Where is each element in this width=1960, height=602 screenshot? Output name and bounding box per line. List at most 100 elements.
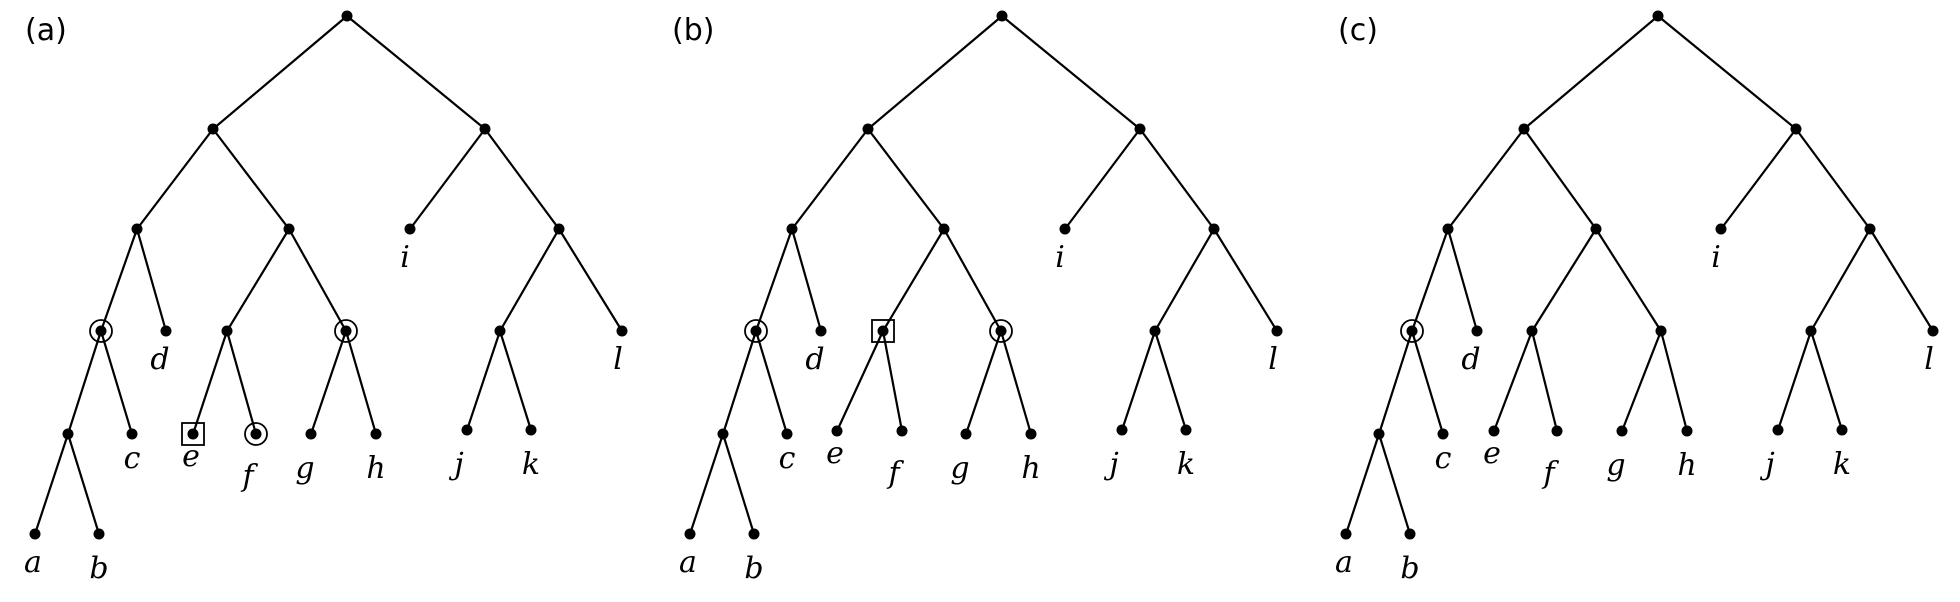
leaf-label-j: j	[1759, 447, 1774, 482]
leaf-label-a: a	[1335, 545, 1353, 580]
tree-edge	[1213, 228, 1278, 332]
leaf-label-i: i	[400, 240, 410, 275]
tree-edge	[1344, 433, 1381, 535]
tree-edge	[1410, 330, 1445, 435]
tree-edge	[66, 433, 101, 535]
tree-node	[1180, 424, 1192, 436]
tree-node	[461, 424, 473, 436]
tree-node	[340, 325, 352, 337]
tree-edge	[754, 228, 794, 332]
tree-node	[1471, 325, 1483, 337]
circled-node-marker	[1400, 319, 1424, 343]
leaf-label-c: c	[124, 441, 141, 476]
tree-edge	[1446, 228, 1479, 332]
leaf-label-i: i	[1055, 240, 1065, 275]
leaf-label-e: e	[1483, 436, 1501, 471]
tree-node	[341, 10, 353, 22]
tree-node	[1652, 10, 1664, 22]
leaf-label-l: l	[1924, 342, 1934, 377]
tree-node	[1790, 123, 1802, 135]
tree-node	[862, 123, 874, 135]
tree-edge	[135, 228, 168, 332]
tree-edge	[1531, 228, 1597, 332]
tree-node	[786, 223, 798, 235]
tree-node	[960, 428, 972, 440]
tree-node	[750, 325, 762, 337]
tree-node	[1526, 325, 1538, 337]
tree-edge	[346, 15, 486, 130]
tree-edge	[191, 330, 229, 435]
tree-edge	[881, 330, 904, 432]
tree-node	[896, 425, 908, 437]
boxed-node-marker	[871, 319, 895, 343]
tree-edge	[999, 330, 1033, 435]
tree-edge	[791, 128, 869, 230]
tree-node	[1518, 123, 1530, 135]
tree-node	[370, 428, 382, 440]
tree-edge	[836, 330, 884, 432]
leaf-label-l: l	[613, 342, 623, 377]
leaf-label-e: e	[182, 439, 200, 474]
tree-edge	[721, 433, 756, 535]
tree-edge	[212, 15, 348, 130]
tree-node	[305, 428, 317, 440]
leaf-label-c: c	[779, 441, 796, 476]
leaf-label-f: f	[886, 456, 904, 491]
tree-node	[1340, 528, 1352, 540]
tree-node	[1059, 223, 1071, 235]
tree-node	[831, 425, 843, 437]
tree-node	[995, 325, 1007, 337]
tree-node	[93, 528, 105, 540]
panel-label-c: (c)	[1338, 13, 1378, 48]
leaf-label-k: k	[1177, 447, 1195, 482]
tree-edge	[1154, 228, 1215, 332]
tree-edge	[1657, 15, 1797, 130]
leaf-label-b: b	[89, 551, 108, 586]
tree-node	[1404, 528, 1416, 540]
leaf-label-e: e	[826, 436, 844, 471]
leaf-label-k: k	[522, 447, 540, 482]
leaf-label-d: d	[805, 342, 824, 377]
tree-node	[29, 528, 41, 540]
tree-node	[1271, 325, 1283, 337]
circled-node-marker	[89, 319, 113, 343]
tree-node	[1590, 223, 1602, 235]
tree-node	[1772, 424, 1784, 436]
tree-edge	[882, 228, 945, 332]
tree-node	[283, 223, 295, 235]
leaf-label-h: h	[1677, 448, 1696, 483]
tree-edge	[1776, 330, 1813, 431]
tree-node	[187, 428, 199, 440]
tree-edge	[465, 330, 502, 431]
tree-edge	[1410, 228, 1450, 332]
tree-edge	[867, 15, 1003, 130]
tree-edge	[1377, 330, 1414, 435]
tree-edge	[1810, 228, 1871, 332]
tree-node	[1655, 325, 1667, 337]
tree-node	[553, 223, 565, 235]
tree-node	[1406, 325, 1418, 337]
tree-edge	[226, 228, 290, 332]
tree-edge	[288, 228, 347, 332]
leaf-label-b: b	[1400, 551, 1419, 586]
tree-node	[1116, 424, 1128, 436]
tree-node	[1149, 325, 1161, 337]
tree-node	[1864, 223, 1876, 235]
tree-node	[938, 223, 950, 235]
tree-edge	[1001, 15, 1141, 130]
leaf-label-k: k	[1833, 447, 1851, 482]
tree-node	[717, 428, 729, 440]
tree-edge	[867, 128, 945, 230]
tree-edge	[99, 228, 139, 332]
tree-edge	[1659, 330, 1689, 432]
tree-edge	[754, 330, 789, 435]
tree-node	[781, 428, 793, 440]
tree-node	[1836, 424, 1848, 436]
leaf-label-d: d	[150, 342, 169, 377]
tree-edge	[99, 330, 134, 435]
leaf-label-a: a	[24, 545, 42, 580]
panel-label-b: (b)	[672, 13, 714, 48]
tree-edge	[66, 330, 103, 435]
